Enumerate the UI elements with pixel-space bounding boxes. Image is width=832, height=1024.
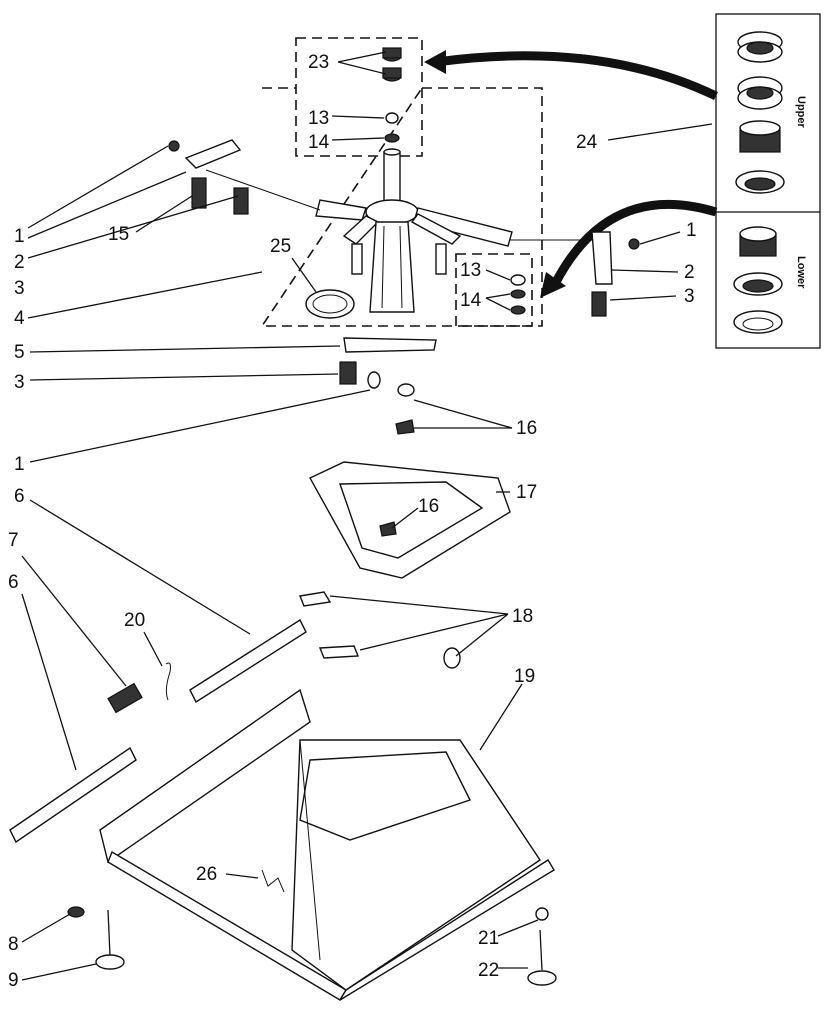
callout-9: 9 (8, 970, 19, 991)
left-brake-parts (168, 139, 321, 215)
callout-labels: 1 2 15 3 4 25 5 3 1 23 13 14 13 14 24 1 … (8, 52, 697, 991)
inset-arrows (424, 50, 718, 298)
callout-7: 7 (8, 530, 19, 551)
washer-group-box (455, 253, 533, 327)
callout-1-right: 1 (686, 220, 697, 241)
callout-25: 25 (270, 236, 291, 257)
callout-19: 19 (514, 666, 535, 687)
lower-label: Lower (795, 256, 807, 289)
callout-20: 20 (124, 610, 145, 631)
callout-1-upper-left: 1 (14, 226, 25, 247)
callout-16-upper: 16 (516, 418, 537, 439)
callout-13-upper: 13 (308, 108, 329, 129)
bearing-kit-inset: Upper Lower (715, 13, 821, 349)
callout-14-lower: 14 (460, 290, 482, 311)
callout-13-lower: 13 (460, 260, 481, 281)
bearing-group-box (295, 37, 423, 157)
lower-bearing-rings (733, 226, 783, 334)
callout-22: 22 (478, 960, 499, 981)
callout-15: 15 (108, 224, 129, 245)
callout-24: 24 (576, 132, 598, 153)
callout-26: 26 (196, 864, 217, 885)
callout-21: 21 (478, 928, 499, 949)
upper-label: Upper (795, 96, 807, 129)
callout-8: 8 (8, 934, 19, 955)
right-brake-parts (510, 231, 640, 317)
upper-bearing-rings (735, 31, 785, 194)
callout-18: 18 (512, 606, 533, 627)
callout-6-lower: 6 (8, 572, 19, 593)
callout-17: 17 (516, 482, 537, 503)
callout-23: 23 (308, 52, 329, 73)
callout-5: 5 (14, 342, 25, 363)
base-frame (9, 591, 557, 1001)
callout-14-upper: 14 (308, 132, 330, 153)
callout-3-right: 3 (684, 286, 695, 307)
callout-3-lower-left: 3 (14, 372, 25, 393)
callout-2-right: 2 (684, 262, 695, 283)
drive-assembly (305, 47, 526, 319)
callout-1-lower-left: 1 (14, 454, 25, 475)
callout-6-upper: 6 (14, 486, 25, 507)
callout-3-upper-left: 3 (14, 278, 25, 299)
lower-actuator-parts (339, 337, 437, 389)
callout-2-left: 2 (14, 252, 25, 273)
leader-lines (21, 51, 713, 981)
callout-4: 4 (14, 308, 25, 329)
transmission-support (309, 383, 511, 579)
callout-16-lower: 16 (418, 496, 439, 517)
drive-assembly-box (260, 87, 543, 327)
